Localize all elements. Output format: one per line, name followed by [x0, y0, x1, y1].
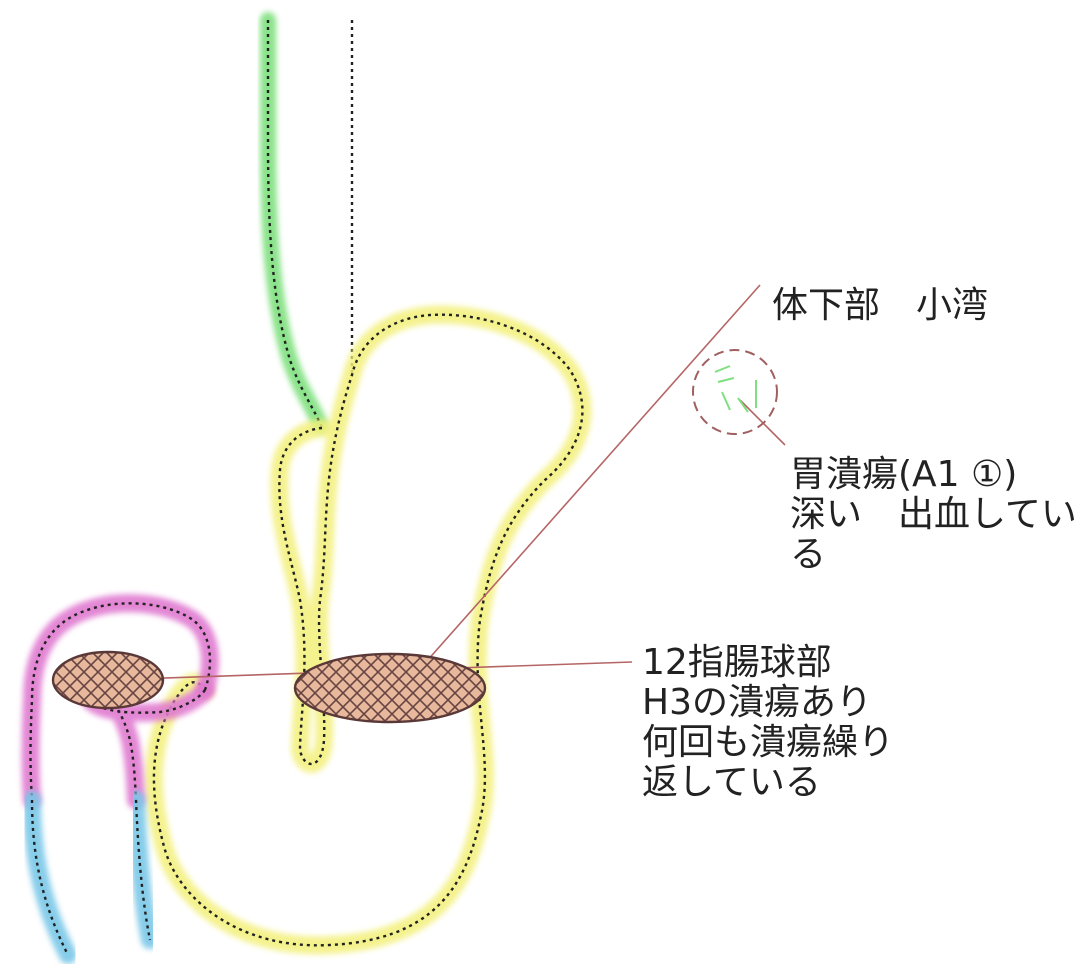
- duodenal-bulb-label-line-2: H3の潰瘍あり: [642, 682, 872, 723]
- gastric-ulcer-label-line-1: 胃潰瘍(A1 ①): [790, 454, 1018, 495]
- duodenal-bulb-label-line-3: 何回も潰瘍繰り: [642, 722, 895, 763]
- leader-lines: [107, 284, 786, 681]
- duodenal-bulb-label-line-1: 12指腸球部: [642, 642, 832, 683]
- hatched-ellipse-icon: [51, 650, 487, 724]
- lesser-curvature-label: 体下部 小湾: [772, 285, 989, 326]
- gastric-ulcer-label-line-2: 深い 出血してい: [790, 494, 1077, 535]
- stomach: [144, 305, 592, 955]
- esophagus: [260, 12, 360, 433]
- duodenal-bulb-label: 12指腸球部 H3の潰瘍あり 何回も潰瘍繰り 返している: [642, 643, 894, 803]
- duodenum-descending: [23, 791, 159, 964]
- dashed-circle-icon: [692, 349, 778, 435]
- gastric-ulcer-label-line-3: る: [790, 534, 827, 575]
- duodenal-bulb-label-line-4: 返している: [642, 762, 821, 803]
- gastric-ulcer-label: 胃潰瘍(A1 ①) 深い 出血してい る: [790, 455, 1077, 575]
- leader-line-lesser-curvature: [409, 284, 761, 681]
